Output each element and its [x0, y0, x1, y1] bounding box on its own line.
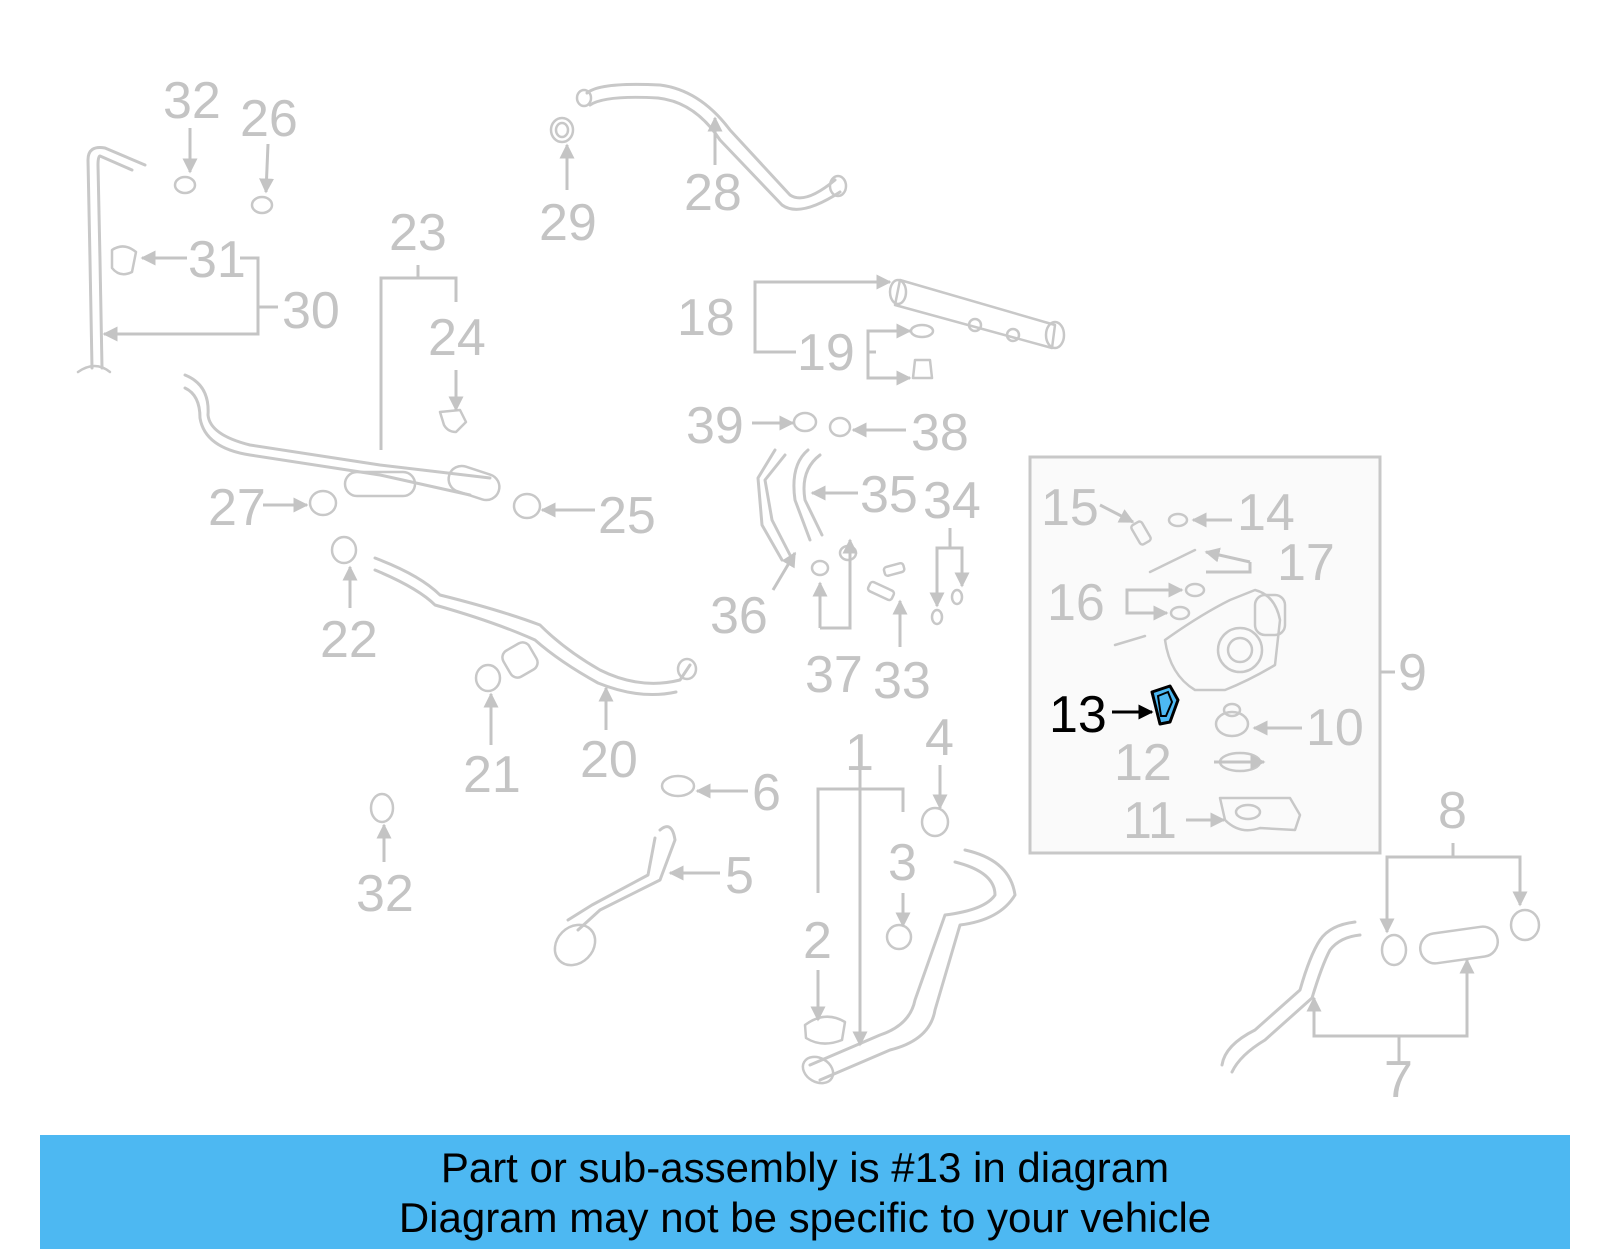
callout-38: 38 — [911, 404, 969, 462]
clamp-22 — [330, 535, 358, 565]
clamp-4 — [920, 806, 950, 838]
callout-37: 37 — [805, 646, 863, 704]
bolt-16 — [1169, 582, 1206, 621]
clip-31 — [110, 245, 138, 276]
callout-13: 13 — [1049, 686, 1107, 744]
callout-19: 19 — [797, 324, 855, 382]
clamp-26 — [250, 195, 274, 215]
callout-2: 2 — [803, 912, 832, 970]
callout-33: 33 — [873, 652, 931, 710]
callout-36: 36 — [710, 587, 768, 645]
banner-line-2: Diagram may not be specific to your vehi… — [398, 1194, 1212, 1241]
oring-19 — [909, 323, 935, 380]
callout-4: 4 — [925, 709, 954, 767]
callout-32-bottom: 32 — [356, 865, 414, 923]
callout-27: 27 — [208, 479, 266, 537]
clamp-3 — [885, 923, 913, 951]
washer-14 — [1167, 512, 1189, 528]
callout-7: 7 — [1384, 1051, 1413, 1109]
hose-35 — [792, 448, 824, 542]
clamp-2 — [803, 1015, 847, 1045]
clamp-29 — [549, 116, 575, 144]
clamp-27 — [308, 489, 338, 517]
clamp-39 — [792, 411, 818, 433]
valve-33 — [866, 561, 906, 602]
clamp-25 — [512, 492, 542, 520]
callout-labels: 32 26 31 30 29 28 23 24 27 25 22 21 20 3… — [163, 72, 1467, 1109]
callout-24: 24 — [428, 309, 486, 367]
callout-3: 3 — [888, 834, 917, 892]
clip-34 — [930, 588, 964, 626]
leader-lines — [102, 116, 1528, 1062]
info-banner: Part or sub-assembly is #13 in diagram D… — [40, 1135, 1570, 1249]
callout-28: 28 — [684, 164, 742, 222]
thermostat-10 — [1214, 702, 1250, 738]
callout-23: 23 — [389, 204, 447, 262]
hose-23 — [183, 373, 501, 502]
hose-28 — [575, 82, 848, 211]
hose-1 — [801, 848, 1017, 1085]
clamp-8 — [1380, 908, 1541, 967]
clamp-6 — [660, 774, 696, 798]
thermostat-housing — [1113, 588, 1287, 692]
clamp-21 — [474, 663, 502, 693]
callout-26: 26 — [240, 90, 298, 148]
callout-16: 16 — [1047, 574, 1105, 632]
parts-diagram: 32 26 31 30 29 28 23 24 27 25 22 21 20 3… — [76, 72, 1541, 1109]
callout-5: 5 — [725, 847, 754, 905]
callout-8: 8 — [1438, 782, 1467, 840]
clamp-38 — [828, 416, 852, 438]
bolt-17 — [1148, 548, 1197, 574]
hose-20 — [373, 556, 698, 697]
fuel-rail-18 — [888, 278, 1066, 350]
callout-29: 29 — [539, 194, 597, 252]
callout-9: 9 — [1398, 644, 1427, 702]
callout-31: 31 — [188, 231, 246, 289]
callout-39: 39 — [686, 397, 744, 455]
callout-1: 1 — [845, 724, 874, 782]
callout-18: 18 — [677, 289, 735, 347]
callout-21: 21 — [463, 746, 521, 804]
clamp-32-bottom — [369, 792, 395, 824]
callout-20: 20 — [580, 731, 638, 789]
clip-24 — [438, 408, 468, 434]
callout-6: 6 — [752, 764, 781, 822]
callout-10: 10 — [1306, 699, 1364, 757]
callout-11: 11 — [1123, 792, 1177, 850]
callout-30: 30 — [282, 282, 340, 340]
gasket-13-highlight[interactable] — [1150, 684, 1180, 726]
clamp-32-top — [173, 175, 197, 195]
callout-32-top: 32 — [163, 72, 221, 130]
sensor-15 — [1130, 520, 1152, 546]
pipe-30 — [76, 146, 147, 374]
water-outlet-11 — [1218, 796, 1302, 832]
callout-25: 25 — [598, 487, 656, 545]
callout-14: 14 — [1237, 484, 1295, 542]
hose-36 — [756, 448, 792, 562]
banner-line-1: Part or sub-assembly is #13 in diagram — [440, 1144, 1170, 1191]
callout-12: 12 — [1114, 734, 1172, 792]
callout-17: 17 — [1277, 534, 1335, 592]
callout-35: 35 — [860, 466, 918, 524]
callout-34: 34 — [923, 472, 981, 530]
hose-7 — [1220, 920, 1500, 1074]
callout-22: 22 — [320, 611, 378, 669]
callout-15: 15 — [1041, 479, 1099, 537]
hose-5 — [553, 825, 677, 967]
